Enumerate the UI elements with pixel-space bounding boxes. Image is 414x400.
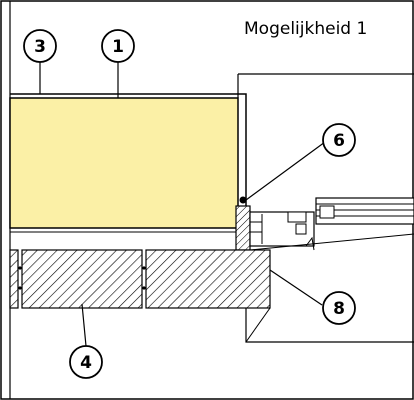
masonry-layer	[9, 249, 271, 309]
callout-8: 8	[322, 291, 356, 325]
window-frame-profile	[249, 197, 414, 251]
callout-3: 3	[23, 29, 57, 63]
svg-text:6: 6	[333, 131, 345, 151]
outer-cladding-line	[10, 93, 247, 230]
sealant-bead	[239, 196, 247, 204]
callout-1: 1	[101, 29, 135, 63]
insulation-board	[9, 97, 239, 229]
leader-8	[269, 269, 323, 306]
lower-wall-diagonal	[245, 307, 271, 343]
diagram-title: Mogelijkheid 1	[244, 19, 367, 39]
svg-text:1: 1	[112, 37, 124, 57]
leader-4	[81, 303, 87, 347]
timber-block	[235, 205, 251, 251]
callout-6: 6	[322, 123, 356, 157]
svg-text:3: 3	[34, 37, 46, 57]
svg-text:4: 4	[80, 353, 92, 373]
svg-text:8: 8	[333, 299, 345, 319]
leader-6	[245, 141, 326, 201]
callout-4: 4	[69, 345, 103, 379]
